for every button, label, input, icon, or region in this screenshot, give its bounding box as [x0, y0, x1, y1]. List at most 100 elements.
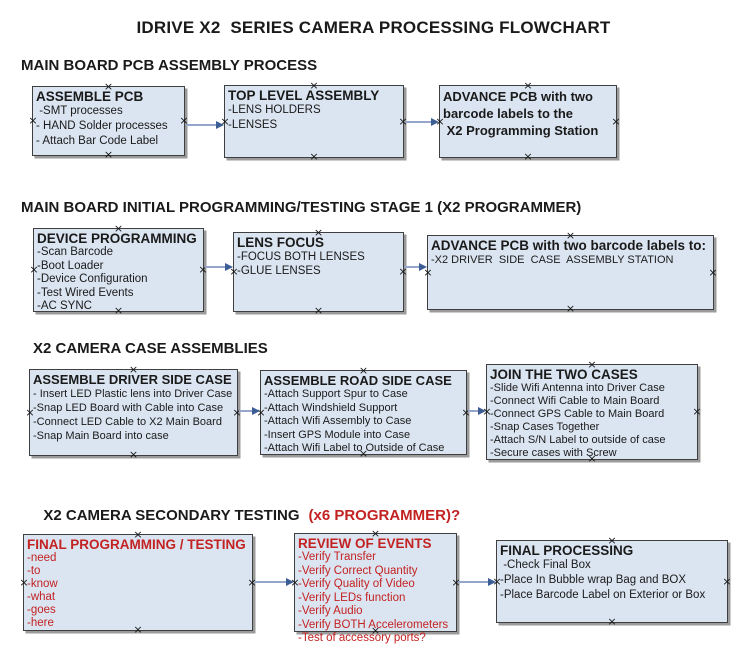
flow-box-final-programming-testing[interactable]: FINAL PROGRAMMING / TESTING -need -to -k…	[19, 529, 257, 635]
arrow-line	[239, 410, 252, 412]
connection-handle-left[interactable]: ×	[492, 574, 502, 588]
flow-box-review-of-events[interactable]: REVIEW OF EVENTS -Verify Transfer -Verif…	[290, 528, 461, 644]
connection-handle-left[interactable]: ×	[25, 405, 35, 419]
box-line: -Slide Wifi Antenna into Driver Case	[490, 382, 665, 394]
connection-handle-bottom[interactable]: ×	[358, 446, 369, 460]
connection-handle-left[interactable]: ×	[256, 405, 266, 419]
connection-handle-left[interactable]: ×	[19, 575, 29, 589]
box-line: -Verify Quality of Video	[298, 578, 415, 590]
connection-handle-left[interactable]: ×	[423, 265, 433, 279]
connector-arrow[interactable]	[205, 263, 233, 271]
connection-handle-top[interactable]: ×	[358, 363, 369, 377]
box-title: REVIEW OF EVENTS	[298, 536, 432, 551]
connection-handle-top[interactable]: ×	[565, 228, 576, 242]
connection-handle-left[interactable]: ×	[229, 264, 239, 278]
arrowhead-icon	[419, 263, 427, 271]
arrowhead-icon	[431, 118, 439, 126]
box-line: -to	[27, 565, 41, 577]
section-heading-main-board-pcb-assembly: MAIN BOARD PCB ASSEMBLY PROCESS	[21, 57, 318, 74]
flow-box-assemble-pcb[interactable]: ASSEMBLE PCB -SMT processes - HAND Solde…	[28, 81, 189, 160]
box-line: -what	[27, 591, 56, 603]
connection-handle-right[interactable]: ×	[722, 574, 732, 588]
box-line: -Snap Cases Together	[490, 421, 600, 433]
connection-handle-left[interactable]: ×	[29, 262, 39, 276]
box-line: -need	[27, 552, 57, 564]
box-line: - HAND Solder processes	[36, 120, 168, 132]
box-title: ADVANCE PCB with two barcode labels to:	[431, 238, 707, 253]
connection-handle-right[interactable]: ×	[611, 114, 621, 128]
connection-handle-right[interactable]: ×	[398, 114, 408, 128]
connection-handle-right[interactable]: ×	[398, 264, 408, 278]
flow-box-advance-pcb-programming-station[interactable]: ADVANCE PCB with two barcode labels to t…	[435, 80, 621, 162]
connection-handle-right[interactable]: ×	[692, 404, 702, 418]
box-line: -here	[27, 617, 54, 629]
connection-handle-bottom[interactable]: ×	[587, 451, 597, 465]
box-line: -X2 DRIVER SIDE CASE ASSEMBLY STATION	[431, 254, 674, 266]
connection-handle-bottom[interactable]: ×	[370, 623, 381, 637]
flow-box-advance-pcb-driver-side-station[interactable]: ADVANCE PCB with two barcode labels to: …	[423, 230, 718, 314]
connection-handle-top[interactable]: ×	[370, 526, 381, 540]
connection-handle-right[interactable]: ×	[461, 405, 471, 419]
section-heading-camera-case-assemblies: X2 CAMERA CASE ASSEMBLIES	[33, 340, 268, 357]
arrow-line	[405, 121, 431, 123]
connection-handle-right[interactable]: ×	[708, 265, 718, 279]
connection-handle-bottom[interactable]: ×	[523, 149, 533, 163]
connector-arrow[interactable]	[254, 578, 294, 586]
connector-arrow[interactable]	[404, 263, 427, 271]
flow-box-assemble-road-side-case[interactable]: ASSEMBLE ROAD SIDE CASE -Attach Support …	[256, 365, 471, 459]
connection-handle-bottom[interactable]: ×	[607, 614, 617, 628]
connection-handle-top[interactable]: ×	[113, 221, 124, 235]
connection-handle-top[interactable]: ×	[313, 225, 324, 239]
connection-handle-right[interactable]: ×	[247, 575, 257, 589]
arrowhead-icon	[225, 263, 233, 271]
box-line: -Verify LEDs function	[298, 591, 406, 604]
flow-box-join-the-two-cases[interactable]: JOIN THE TWO CASES -Slide Wifi Antenna i…	[482, 359, 702, 464]
connection-handle-right[interactable]: ×	[232, 405, 242, 419]
box-line: - Attach Bar Code Label	[36, 135, 159, 147]
box-line: -Attach Wifi Assembly to Case	[264, 415, 412, 427]
box-line: -AC SYNC	[37, 300, 92, 312]
box-line: -Scan Barcode	[37, 246, 114, 258]
box-line: -Device Configuration	[37, 273, 148, 285]
connection-handle-left[interactable]: ×	[28, 113, 38, 127]
connector-arrow[interactable]	[458, 578, 496, 586]
connection-handle-top[interactable]: ×	[309, 78, 319, 92]
connection-handle-top[interactable]: ×	[523, 78, 533, 92]
box-line: -FOCUS BOTH LENSES	[237, 251, 365, 263]
connection-handle-bottom[interactable]: ×	[128, 447, 139, 461]
connection-handle-right[interactable]: ×	[179, 113, 189, 127]
connection-handle-bottom[interactable]: ×	[113, 303, 124, 317]
connector-arrow[interactable]	[405, 118, 439, 126]
box-title: FINAL PROCESSING	[500, 543, 634, 558]
box-line: -Verify Correct Quantity	[298, 564, 418, 577]
connection-handle-bottom[interactable]: ×	[313, 303, 324, 317]
flow-box-final-processing[interactable]: FINAL PROCESSING -Check Final Box -Place…	[492, 535, 732, 627]
connection-handle-top[interactable]: ×	[103, 79, 114, 93]
flow-box-assemble-driver-side-case[interactable]: ASSEMBLE DRIVER SIDE CASE - Insert LED P…	[25, 364, 242, 460]
connection-handle-top[interactable]: ×	[607, 533, 617, 547]
connection-handle-top[interactable]: ×	[587, 357, 597, 371]
connection-handle-left[interactable]: ×	[435, 114, 445, 128]
connection-handle-top[interactable]: ×	[133, 527, 143, 541]
flow-box-device-programming[interactable]: DEVICE PROGRAMMING -Scan Barcode -Boot L…	[29, 223, 208, 316]
connector-arrow[interactable]	[239, 407, 260, 415]
box-line: -Attach Windshield Support	[264, 401, 398, 414]
connection-handle-bottom[interactable]: ×	[133, 622, 143, 636]
connection-handle-bottom[interactable]: ×	[103, 147, 114, 161]
connection-handle-left[interactable]: ×	[220, 114, 230, 128]
connection-handle-right[interactable]: ×	[451, 575, 461, 589]
connection-handle-left[interactable]: ×	[482, 404, 492, 418]
flow-box-lens-focus[interactable]: LENS FOCUS -FOCUS BOTH LENSES -GLUE LENS…	[229, 227, 408, 316]
connection-handle-top[interactable]: ×	[128, 362, 139, 376]
box-line: X2 Programming Station	[443, 123, 599, 138]
connector-arrow[interactable]	[186, 121, 224, 129]
box-line: barcode labels to the	[443, 106, 574, 121]
connection-handle-bottom[interactable]: ×	[309, 149, 319, 163]
section-heading-black-part: X2 CAMERA SECONDARY TESTING	[43, 507, 300, 524]
connection-handle-left[interactable]: ×	[290, 575, 300, 589]
connector-arrow[interactable]	[468, 407, 486, 415]
connection-handle-bottom[interactable]: ×	[565, 301, 576, 315]
connection-handle-right[interactable]: ×	[198, 262, 208, 276]
flow-box-top-level-assembly[interactable]: TOP LEVEL ASSEMBLY -LENS HOLDERS -LENSES…	[220, 80, 408, 162]
page-title: IDRIVE X2 SERIES CAMERA PROCESSING FLOWC…	[136, 18, 611, 37]
